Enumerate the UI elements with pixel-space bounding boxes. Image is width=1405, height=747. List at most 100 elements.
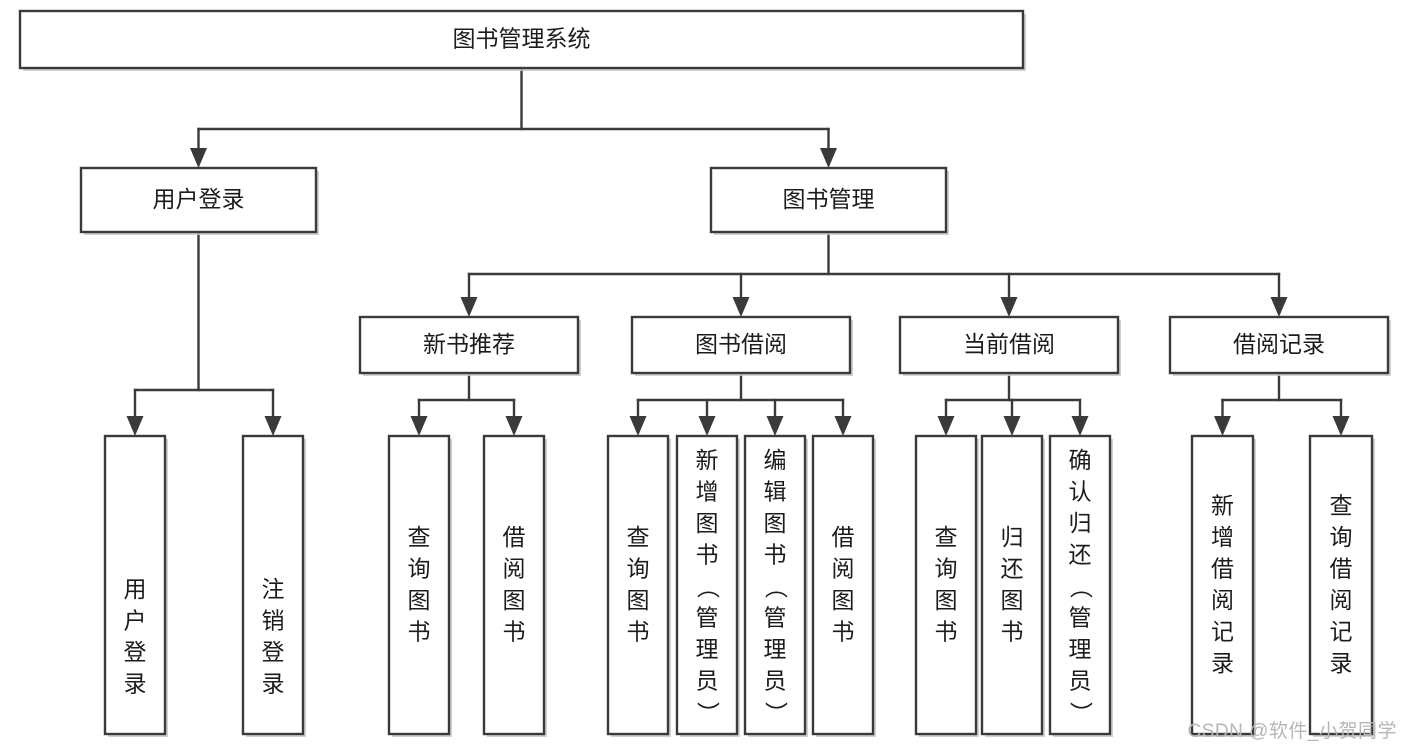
svg-text:查: 查: [408, 524, 431, 550]
connector-trunk-newbook: [410, 371, 523, 436]
node-label: 借阅记录: [1233, 331, 1325, 357]
node-box[interactable]: [898, 315, 1120, 375]
svg-text:理: 理: [764, 636, 787, 662]
svg-text:图: 图: [935, 587, 958, 613]
svg-text:借: 借: [503, 524, 526, 550]
svg-text:辑: 辑: [764, 479, 787, 505]
node-book-borrow[interactable]: 图书借阅: [630, 315, 853, 376]
node-box[interactable]: [103, 434, 167, 736]
svg-text:阅: 阅: [1211, 587, 1234, 613]
node-box[interactable]: [630, 315, 852, 375]
svg-text:阅: 阅: [832, 556, 855, 582]
node-box[interactable]: [709, 166, 948, 234]
node-box[interactable]: [811, 434, 875, 736]
svg-text:书: 书: [832, 619, 855, 645]
node-box[interactable]: [1048, 434, 1112, 736]
node-borrow-record[interactable]: 借阅记录: [1168, 315, 1391, 376]
connector-trunk-borrow: [629, 371, 852, 436]
svg-text:还: 还: [1001, 556, 1024, 582]
svg-text:理: 理: [696, 636, 719, 662]
svg-text:增: 增: [696, 479, 719, 505]
svg-text:录: 录: [262, 671, 285, 697]
svg-text:归: 归: [1069, 510, 1092, 536]
node-label: 图书管理系统: [453, 26, 591, 52]
node-box[interactable]: [980, 434, 1044, 736]
node-box[interactable]: [358, 315, 580, 375]
node-box[interactable]: [1308, 434, 1374, 736]
node-box[interactable]: [1190, 434, 1255, 736]
svg-text:阅: 阅: [503, 556, 526, 582]
svg-text:记: 记: [1211, 619, 1234, 645]
node-book-manage[interactable]: 图书管理: [709, 166, 949, 235]
node-label: 当前借阅: [963, 331, 1055, 357]
node-box[interactable]: [914, 434, 978, 736]
node-box[interactable]: [606, 434, 670, 736]
svg-text:图: 图: [764, 510, 787, 536]
node-new-book-rec[interactable]: 新书推荐: [358, 315, 581, 376]
node-user-login[interactable]: 用户登录: [79, 166, 319, 235]
svg-text:管: 管: [696, 605, 719, 631]
svg-text:图: 图: [832, 587, 855, 613]
node-current-borrow[interactable]: 当前借阅: [898, 315, 1121, 376]
node-root[interactable]: 图书管理系统: [18, 9, 1026, 71]
svg-text:询: 询: [1330, 524, 1353, 550]
svg-text:登: 登: [124, 639, 147, 665]
node-box[interactable]: [743, 434, 807, 736]
svg-text:借: 借: [832, 524, 855, 550]
csdn-watermark: CSDN @软件_小贺同学: [1187, 721, 1397, 742]
svg-text:销: 销: [262, 608, 285, 634]
node-box[interactable]: [675, 434, 739, 736]
node-label: 新书推荐: [423, 331, 515, 357]
svg-text:录: 录: [1211, 650, 1234, 676]
svg-text:认: 认: [1069, 479, 1092, 505]
connector-trunk-root: [190, 66, 837, 168]
svg-text:书: 书: [696, 542, 719, 568]
svg-text:书: 书: [627, 619, 650, 645]
svg-text:）: ）: [1068, 702, 1094, 725]
svg-text:查: 查: [1330, 493, 1353, 519]
node-layer: 图书管理系统用户登录图书管理新书推荐图书借阅当前借阅借阅记录用户登录注销登录查询…: [18, 9, 1391, 737]
svg-text:询: 询: [408, 556, 431, 582]
node-leaf-user-login[interactable]: 用户登录: [103, 434, 168, 737]
svg-text:增: 增: [1211, 524, 1234, 550]
svg-text:借: 借: [1211, 556, 1234, 582]
svg-text:（: （: [1068, 576, 1094, 599]
svg-text:图: 图: [696, 510, 719, 536]
svg-text:书: 书: [764, 542, 787, 568]
svg-text:借: 借: [1330, 556, 1353, 582]
svg-text:询: 询: [627, 556, 650, 582]
node-box[interactable]: [18, 9, 1025, 70]
svg-text:书: 书: [503, 619, 526, 645]
svg-text:）: ）: [695, 702, 721, 725]
svg-text:书: 书: [408, 619, 431, 645]
node-box[interactable]: [241, 434, 305, 736]
svg-text:图: 图: [408, 587, 431, 613]
node-box[interactable]: [387, 434, 451, 736]
svg-text:询: 询: [935, 556, 958, 582]
svg-text:阅: 阅: [1330, 587, 1353, 613]
svg-text:确: 确: [1069, 447, 1092, 473]
node-box[interactable]: [482, 434, 546, 736]
svg-text:录: 录: [124, 671, 147, 697]
node-box[interactable]: [1168, 315, 1390, 375]
node-box[interactable]: [79, 166, 318, 234]
svg-text:录: 录: [1330, 650, 1353, 676]
